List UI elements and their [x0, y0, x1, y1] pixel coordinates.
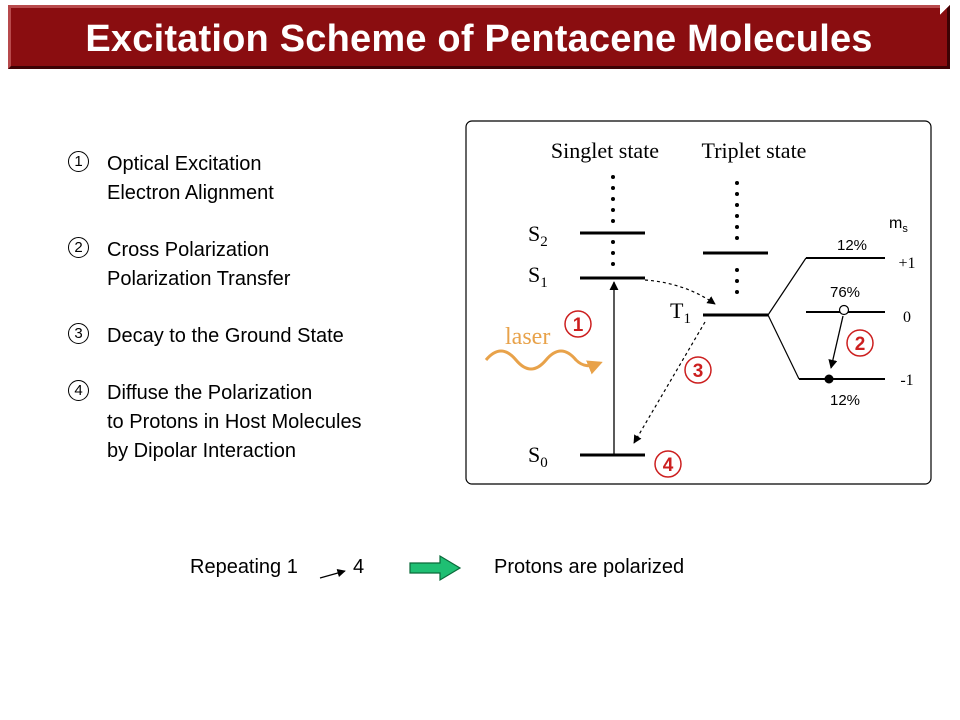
triplet-dotted-column: [735, 181, 739, 294]
t1-label: T1: [670, 298, 691, 327]
s1-label: S1: [528, 262, 548, 291]
step-line: to Protons in Host Molecules: [107, 411, 362, 433]
step-line: Cross Polarization: [107, 239, 270, 261]
step-line: Decay to the Ground State: [107, 325, 344, 347]
laser-label: laser: [505, 324, 550, 350]
svg-text:3: 3: [693, 361, 704, 382]
decay-arrow: [633, 321, 706, 444]
step-line: Diffuse the Polarization: [107, 382, 313, 404]
step-item-3: 3 Decay to the Ground State: [68, 322, 362, 351]
s0-label: S0: [528, 442, 548, 471]
population-zero: 76%: [830, 284, 860, 301]
step-item-4: 4 Diffuse the Polarization to Protons in…: [68, 379, 362, 466]
repeating-end-text: 4: [353, 556, 365, 578]
ms-value-minus1: -1: [900, 372, 913, 389]
ms-value-plus1: +1: [898, 255, 915, 272]
step-line: Optical Excitation: [107, 153, 262, 175]
repeat-arrow-icon: [319, 568, 346, 579]
title-bar: Excitation Scheme of Pentacene Molecules: [8, 5, 950, 69]
empty-state-icon: [838, 304, 850, 316]
step-line: Polarization Transfer: [107, 268, 291, 290]
step-item-1: 1 Optical Excitation Electron Alignment: [68, 150, 362, 208]
step-marker-1: 1: [564, 310, 592, 338]
laser-wave-icon: [484, 349, 603, 375]
repeating-text: Repeating 1: [190, 556, 298, 578]
step-line: Electron Alignment: [107, 182, 274, 204]
page-title: Excitation Scheme of Pentacene Molecules: [85, 18, 873, 60]
step-marker-3: 3: [684, 356, 712, 384]
svg-text:2: 2: [855, 334, 866, 355]
triplet-header: Triplet state: [702, 138, 807, 163]
step-item-2: 2 Cross Polarization Polarization Transf…: [68, 236, 362, 294]
step-number: 1: [68, 151, 89, 172]
svg-text:1: 1: [573, 315, 584, 336]
step-marker-2: 2: [846, 329, 874, 357]
diagram-frame: [465, 120, 932, 485]
result-arrow-icon: [409, 554, 462, 582]
s2-label: S2: [528, 221, 548, 250]
intersystem-crossing-arrow: [644, 279, 716, 305]
step-number: 4: [68, 380, 89, 401]
step-marker-4: 4: [654, 450, 682, 478]
singlet-header: Singlet state: [551, 138, 659, 163]
singlet-dotted-column: [611, 175, 615, 266]
zeeman-splitting: [767, 257, 807, 380]
ms-label: ms: [889, 215, 908, 235]
step-list: 1 Optical Excitation Electron Alignment …: [68, 150, 362, 494]
svg-text:4: 4: [663, 455, 674, 476]
filled-state-icon: [824, 374, 834, 384]
step-line: by Dipolar Interaction: [107, 440, 296, 462]
step-number: 3: [68, 323, 89, 344]
polarization-transfer-arrow: [828, 315, 844, 369]
result-text: Protons are polarized: [494, 556, 685, 578]
population-minus1: 12%: [830, 392, 860, 409]
population-plus1: 12%: [837, 237, 867, 254]
ms-value-zero: 0: [903, 309, 911, 326]
step-number: 2: [68, 237, 89, 258]
